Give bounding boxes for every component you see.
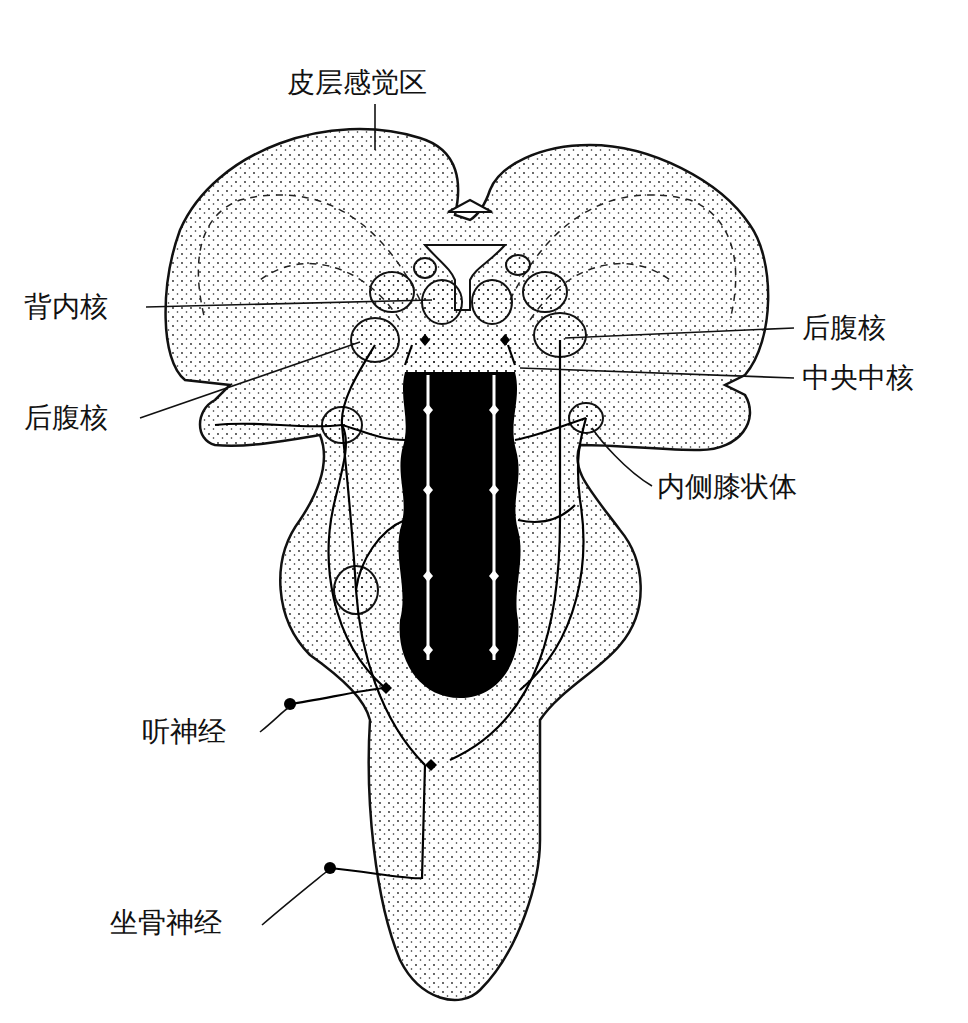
leader-lines — [140, 104, 794, 925]
part-label: 皮层感觉区 — [285, 66, 429, 100]
part-label: 内侧膝状体 — [655, 470, 799, 504]
part-label: 中央中核 — [800, 361, 916, 395]
part-label: 后腹核 — [800, 311, 888, 345]
part-label: 后腹核 — [22, 401, 110, 435]
reticular-formation — [398, 330, 520, 698]
brain-outline — [166, 129, 769, 1000]
nerve-pathways — [215, 340, 586, 878]
part-label: 听神经 — [140, 715, 228, 749]
cortex-fibres — [198, 195, 735, 320]
part-label: 背内核 — [22, 290, 110, 324]
part-label: 坐骨神经 — [108, 906, 224, 940]
neuron-bodies — [284, 334, 510, 874]
